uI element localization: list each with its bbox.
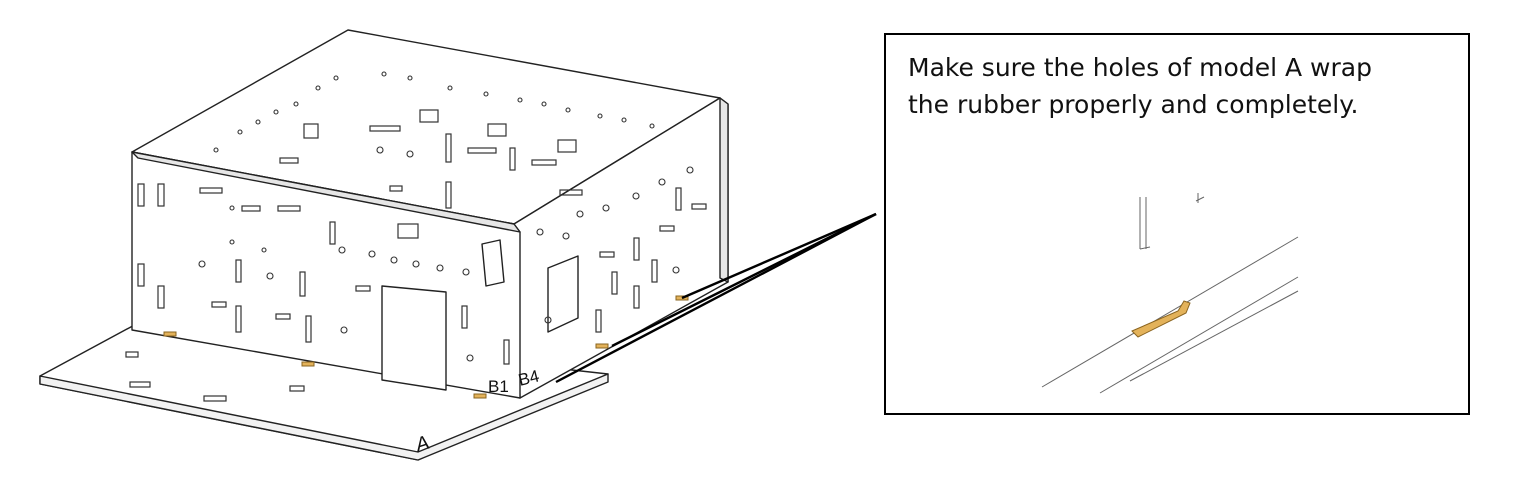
side-wall-edge (719, 97, 729, 283)
round-holes (198, 71, 694, 362)
callout-leaders (555, 212, 877, 384)
zoom-detail (1041, 193, 1299, 394)
edge-line-1 (1041, 236, 1299, 388)
label-b1: B1 (488, 377, 509, 396)
label-a: A (412, 432, 432, 457)
edge-line-2 (1099, 276, 1299, 394)
label-b4: B4 (516, 366, 541, 389)
base-plate-a-edge (39, 373, 609, 461)
instruction-line-1: Make sure the holes of model A wrap (908, 53, 1372, 82)
callout-box: Make sure the holes of model A wrap the … (884, 33, 1470, 415)
instruction-line-2: the rubber properly and completely. (908, 90, 1359, 119)
front-wall-top-edge (131, 151, 521, 233)
instruction-text: Make sure the holes of model A wrap the … (908, 49, 1448, 123)
panel-holes (125, 109, 707, 402)
front-wall-box (481, 239, 505, 287)
rubber-detail (1131, 300, 1191, 338)
edge-line-3 (1129, 290, 1299, 382)
door-cutout (381, 285, 447, 391)
side-window (547, 255, 579, 333)
